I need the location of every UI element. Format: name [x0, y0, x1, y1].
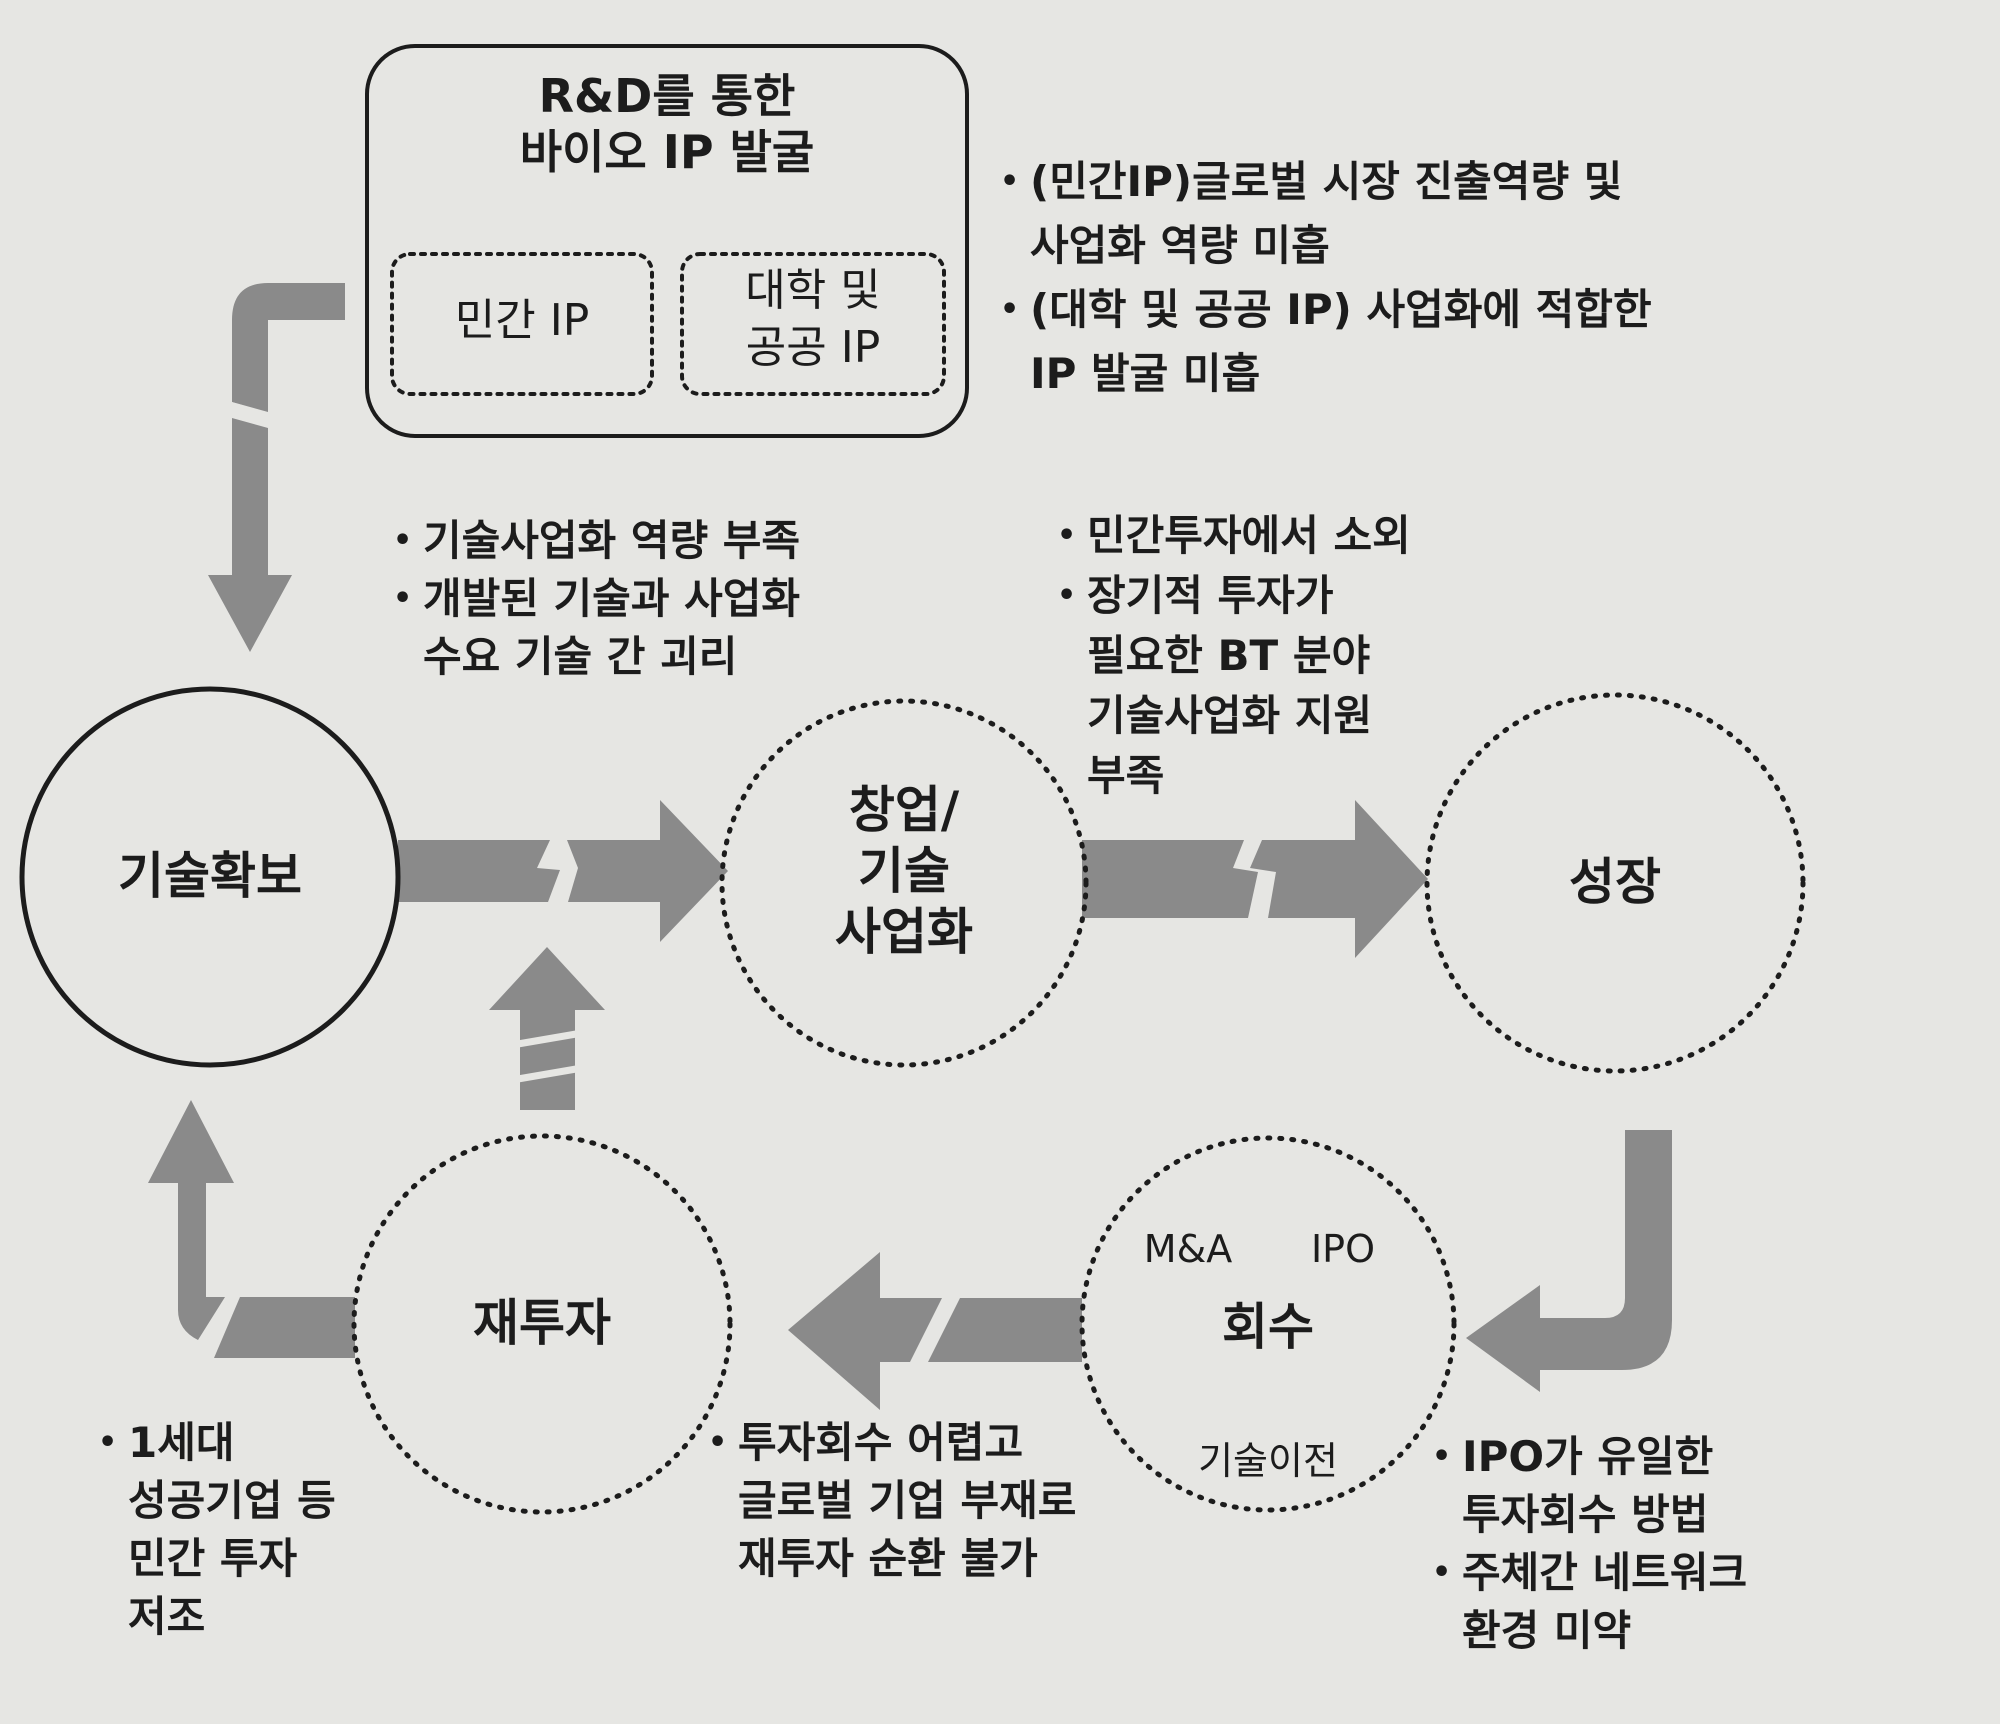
note-commercialization-item: 개발된 기술과 사업화 수요 기술 간 괴리 — [393, 570, 800, 686]
break-mark-reinvest-up — [511, 1029, 583, 1084]
arrow-tech-to-startup-tail — [398, 840, 560, 902]
arrow-reinvest-to-tech-head — [148, 1100, 234, 1340]
note-rd-item: (민간IP)글로벌 시장 진출역량 및 사업화 역량 미흡 — [1000, 150, 1652, 278]
arrow-startup-to-growth-head — [1250, 800, 1428, 958]
node-recovery — [1079, 1135, 1457, 1513]
arrow-reinvest-up — [489, 947, 605, 1110]
arrow-rd-to-tech-lower — [208, 418, 292, 652]
recovery-transfer-label: 기술이전 — [1198, 1439, 1338, 1483]
break-mark-recovery — [916, 1290, 956, 1368]
private-ip-box — [390, 252, 654, 396]
arrow-recovery-to-reinvest-head — [788, 1252, 942, 1410]
note-commercialization-item: 기술사업화 역량 부족 — [393, 512, 800, 570]
note-startup-growth-item: 장기적 투자가 필요한 BT 분야 기술사업화 지원 부족 — [1057, 566, 1411, 806]
note-commercialization: 기술사업화 역량 부족 개발된 기술과 사업화 수요 기술 간 괴리 — [393, 512, 800, 686]
rd-box-title: R&D를 통한 바이오 IP 발굴 — [519, 69, 815, 180]
note-reinvest: 1세대 성공기업 등 민간 투자 저조 — [98, 1414, 336, 1646]
node-startup — [719, 698, 1089, 1068]
public-ip-label: 대학 및 공공 IP — [745, 265, 881, 374]
rd-box — [365, 44, 969, 438]
public-ip-box — [680, 252, 946, 396]
arrow-recovery-to-reinvest-tail — [928, 1298, 1082, 1362]
arrow-growth-to-recovery — [1466, 1130, 1672, 1392]
arrow-tech-to-startup-head — [567, 800, 728, 942]
private-ip-label: 민간 IP — [454, 295, 590, 346]
node-tech-acquisition-label: 기술확보 — [118, 847, 302, 905]
arrow-rd-to-tech — [232, 283, 345, 412]
node-growth-label: 성장 — [1569, 853, 1661, 911]
note-rd-problems: (민간IP)글로벌 시장 진출역량 및 사업화 역량 미흡 (대학 및 공공 I… — [1000, 150, 1652, 406]
note-reinvest-item: 1세대 성공기업 등 민간 투자 저조 — [98, 1414, 336, 1646]
node-reinvestment-label: 재투자 — [473, 1294, 611, 1352]
note-recovery: IPO가 유일한 투자회수 방법 주체간 네트워크 환경 미약 — [1432, 1428, 1747, 1660]
break-mark-reinvest-left — [202, 1290, 236, 1360]
note-startup-growth-item: 민간투자에서 소외 — [1057, 506, 1411, 566]
break-mark-top — [225, 400, 275, 422]
note-recovery-item: 주체간 네트워크 환경 미약 — [1432, 1544, 1747, 1660]
node-reinvestment — [351, 1133, 733, 1515]
node-startup-label: 창업/ 기술 사업화 — [835, 781, 973, 961]
arrow-reinvest-to-tech-tail — [214, 1297, 355, 1358]
note-recovery-reinvest-item: 투자회수 어렵고 글로벌 기업 부재로 재투자 순환 불가 — [708, 1414, 1076, 1588]
note-recovery-reinvest: 투자회수 어렵고 글로벌 기업 부재로 재투자 순환 불가 — [708, 1414, 1076, 1588]
recovery-ma-label: M&A — [1143, 1227, 1233, 1271]
recovery-ipo-label: IPO — [1310, 1227, 1376, 1271]
node-tech-acquisition — [19, 686, 401, 1068]
node-recovery-label: 회수 — [1222, 1298, 1314, 1356]
note-startup-growth: 민간투자에서 소외 장기적 투자가 필요한 BT 분야 기술사업화 지원 부족 — [1057, 506, 1411, 806]
note-recovery-item: IPO가 유일한 투자회수 방법 — [1432, 1428, 1747, 1544]
node-growth — [1424, 692, 1806, 1074]
arrow-startup-to-growth-tail — [1082, 840, 1258, 918]
note-rd-item: (대학 및 공공 IP) 사업화에 적합한 IP 발굴 미흡 — [1000, 278, 1652, 406]
